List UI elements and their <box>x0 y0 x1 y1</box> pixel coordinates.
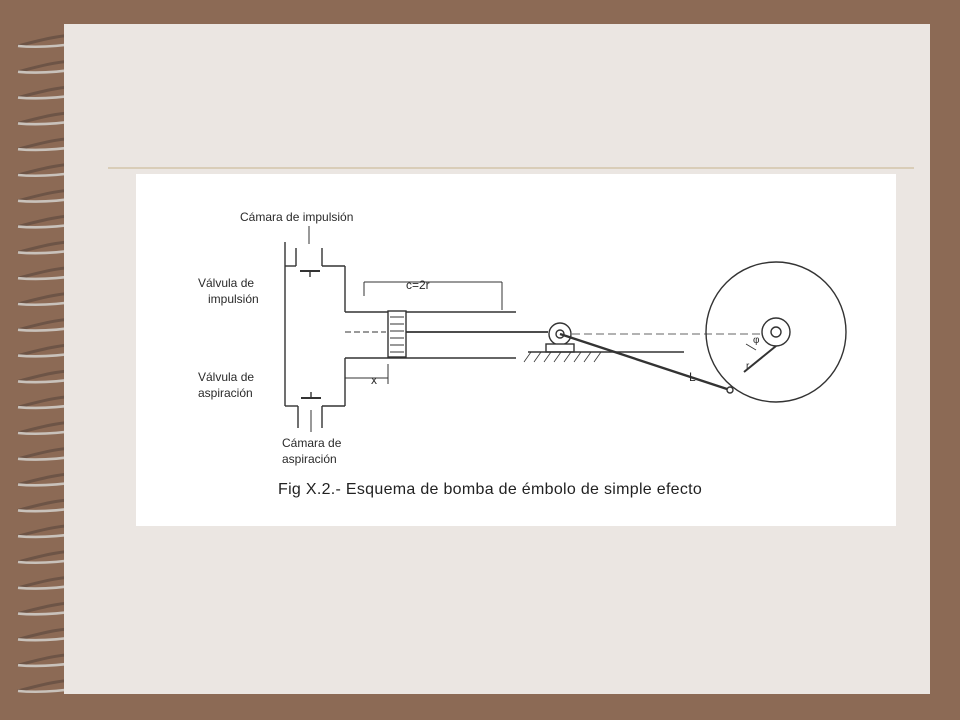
label-suction-valve-line1: Válvula de <box>198 370 255 384</box>
label-discharge-valve-line2: impulsión <box>208 292 259 306</box>
label-discharge-chamber: Cámara de impulsión <box>240 210 354 224</box>
label-angle: φ <box>753 335 760 346</box>
pump-diagram: Cámara de impulsión Válvula de impulsión… <box>136 174 896 526</box>
crank-wheel <box>705 261 847 403</box>
title-divider <box>108 167 914 169</box>
piston <box>387 310 548 358</box>
label-suction-chamber-line2: aspiración <box>282 452 337 466</box>
suction-chamber <box>285 358 346 432</box>
connecting-rod <box>559 332 774 392</box>
label-suction-valve-line2: aspiración <box>198 386 253 400</box>
label-suction-chamber-line1: Cámara de <box>282 436 342 450</box>
label-stroke: c=2r <box>406 278 430 292</box>
crosshead <box>523 322 684 363</box>
label-discharge-valve-line1: Válvula de <box>198 276 255 290</box>
label-x: x <box>371 373 377 387</box>
label-radius: r <box>746 361 750 372</box>
label-rod-length: L <box>689 370 696 384</box>
cylinder <box>345 281 516 384</box>
figure-caption: Fig X.2.- Esquema de bomba de émbolo de … <box>278 481 703 498</box>
discharge-chamber <box>284 226 346 406</box>
